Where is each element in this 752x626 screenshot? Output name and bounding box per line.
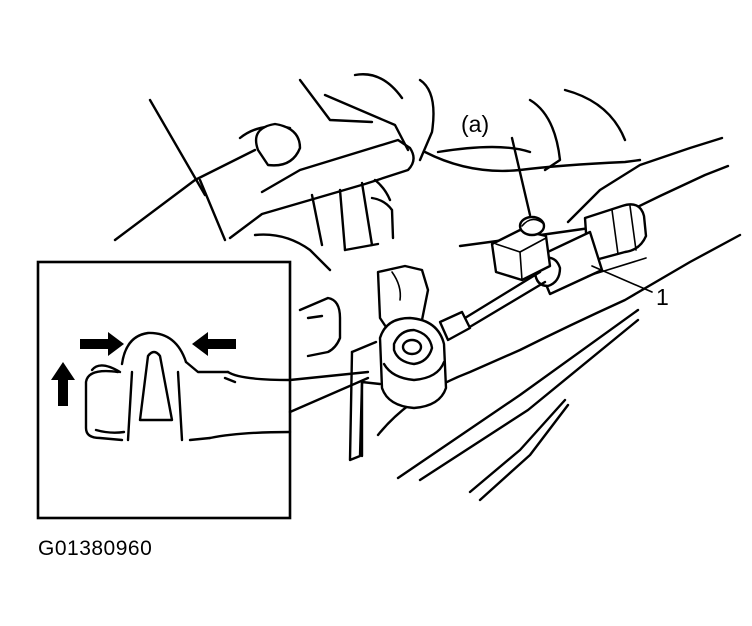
callout-leaders	[591, 265, 653, 293]
lever-plate	[298, 296, 382, 462]
detail-inset	[36, 260, 292, 520]
floor-lines	[376, 226, 742, 502]
transmission-housing	[113, 73, 642, 272]
cable-rod	[438, 270, 547, 342]
callout-part-1: 1	[656, 284, 669, 310]
cable-clamp-bolt	[490, 136, 552, 282]
inset-connector	[288, 370, 370, 414]
arrow-left-icon	[192, 332, 236, 356]
mount-bracket	[228, 122, 415, 252]
shift-cable	[533, 203, 648, 296]
arrow-right-icon	[80, 332, 124, 356]
select-lever-end	[376, 264, 448, 410]
callout-point-a: (a)	[461, 111, 490, 137]
figure-code: G01380960	[38, 537, 153, 560]
arrow-up-icon	[51, 362, 75, 406]
